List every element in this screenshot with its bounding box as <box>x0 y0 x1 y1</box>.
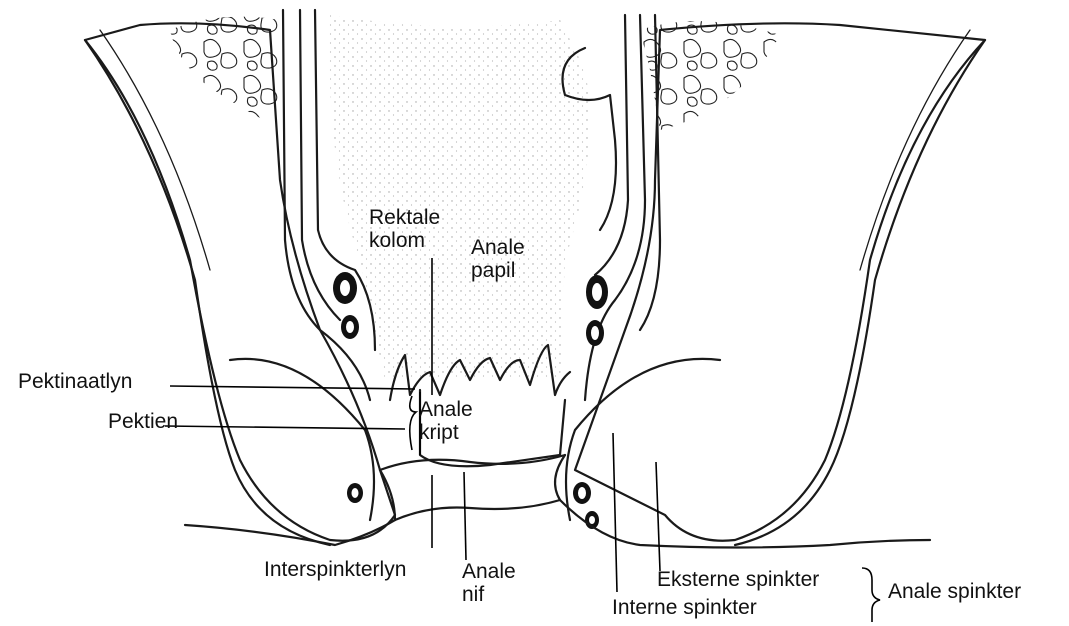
label-interspinkterlyn: Interspinkterlyn <box>264 558 406 581</box>
label-anale-kript-line1: Anale <box>419 398 473 421</box>
label-anale-nif-line1: Anale <box>462 560 516 583</box>
label-anale-papil-line2: papil <box>471 259 525 282</box>
label-pektien: Pektien <box>108 410 178 433</box>
leader-anale-nif <box>464 472 466 560</box>
leader-interne-spinkter <box>613 433 617 592</box>
label-rektale-kolom-line2: kolom <box>369 229 440 252</box>
label-anale-nif-line2: nif <box>462 583 516 606</box>
leader-pektien <box>165 426 405 429</box>
label-anale-spinkter: Anale spinkter <box>888 580 1021 603</box>
brace-anale-spinkter <box>862 568 880 622</box>
label-interne-spinkter: Interne spinkter <box>612 596 757 619</box>
label-anale-papil: Anale papil <box>471 236 525 282</box>
label-anale-kript: Anale kript <box>419 398 473 444</box>
fat-tissue-left <box>170 17 285 130</box>
label-eksterne-spinkter: Eksterne spinkter <box>657 568 819 591</box>
bracket-pektien <box>410 396 416 450</box>
right-sphincter-muscle <box>575 23 985 540</box>
label-anale-nif: Anale nif <box>462 560 516 606</box>
label-rektale-kolom-line1: Rektale <box>369 206 440 229</box>
label-anale-papil-line1: Anale <box>471 236 525 259</box>
rectal-lumen-stipple <box>329 15 589 380</box>
label-anale-kript-line2: kript <box>419 421 473 444</box>
label-rektale-kolom: Rektale kolom <box>369 206 440 252</box>
leader-eksterne-spinkter <box>656 462 660 571</box>
fat-tissue-right <box>640 21 780 130</box>
label-pektinaatlyn: Pektinaatlyn <box>18 370 132 393</box>
leader-pektinaatlyn <box>170 386 415 389</box>
